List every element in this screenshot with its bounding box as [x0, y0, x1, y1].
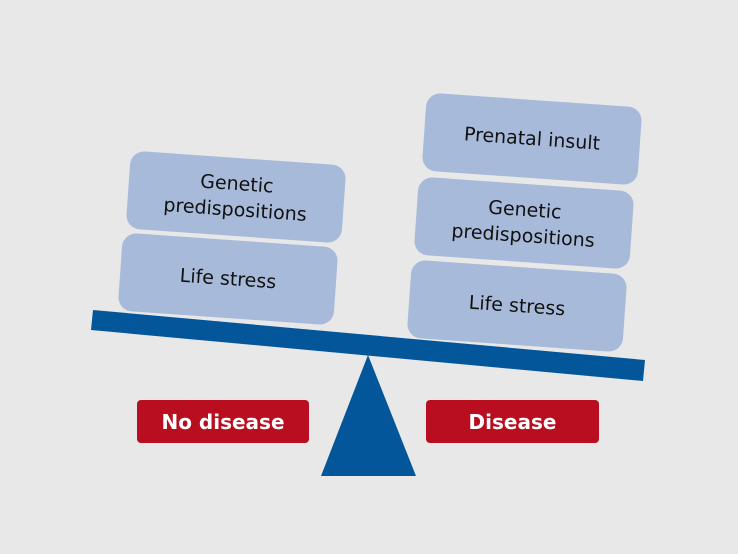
left-block-genetic-predispositions: Genetic predispositions [125, 150, 347, 244]
right-block-genetic-predispositions: Genetic predispositions [413, 176, 635, 270]
right-block-prenatal-insult: Prenatal insult [421, 92, 643, 186]
no-disease-label: No disease [137, 400, 309, 443]
scale-beam [91, 310, 645, 381]
scale-fulcrum [321, 355, 416, 476]
left-block-life-stress: Life stress [117, 232, 339, 326]
disease-label: Disease [426, 400, 599, 443]
right-block-life-stress: Life stress [406, 259, 628, 353]
